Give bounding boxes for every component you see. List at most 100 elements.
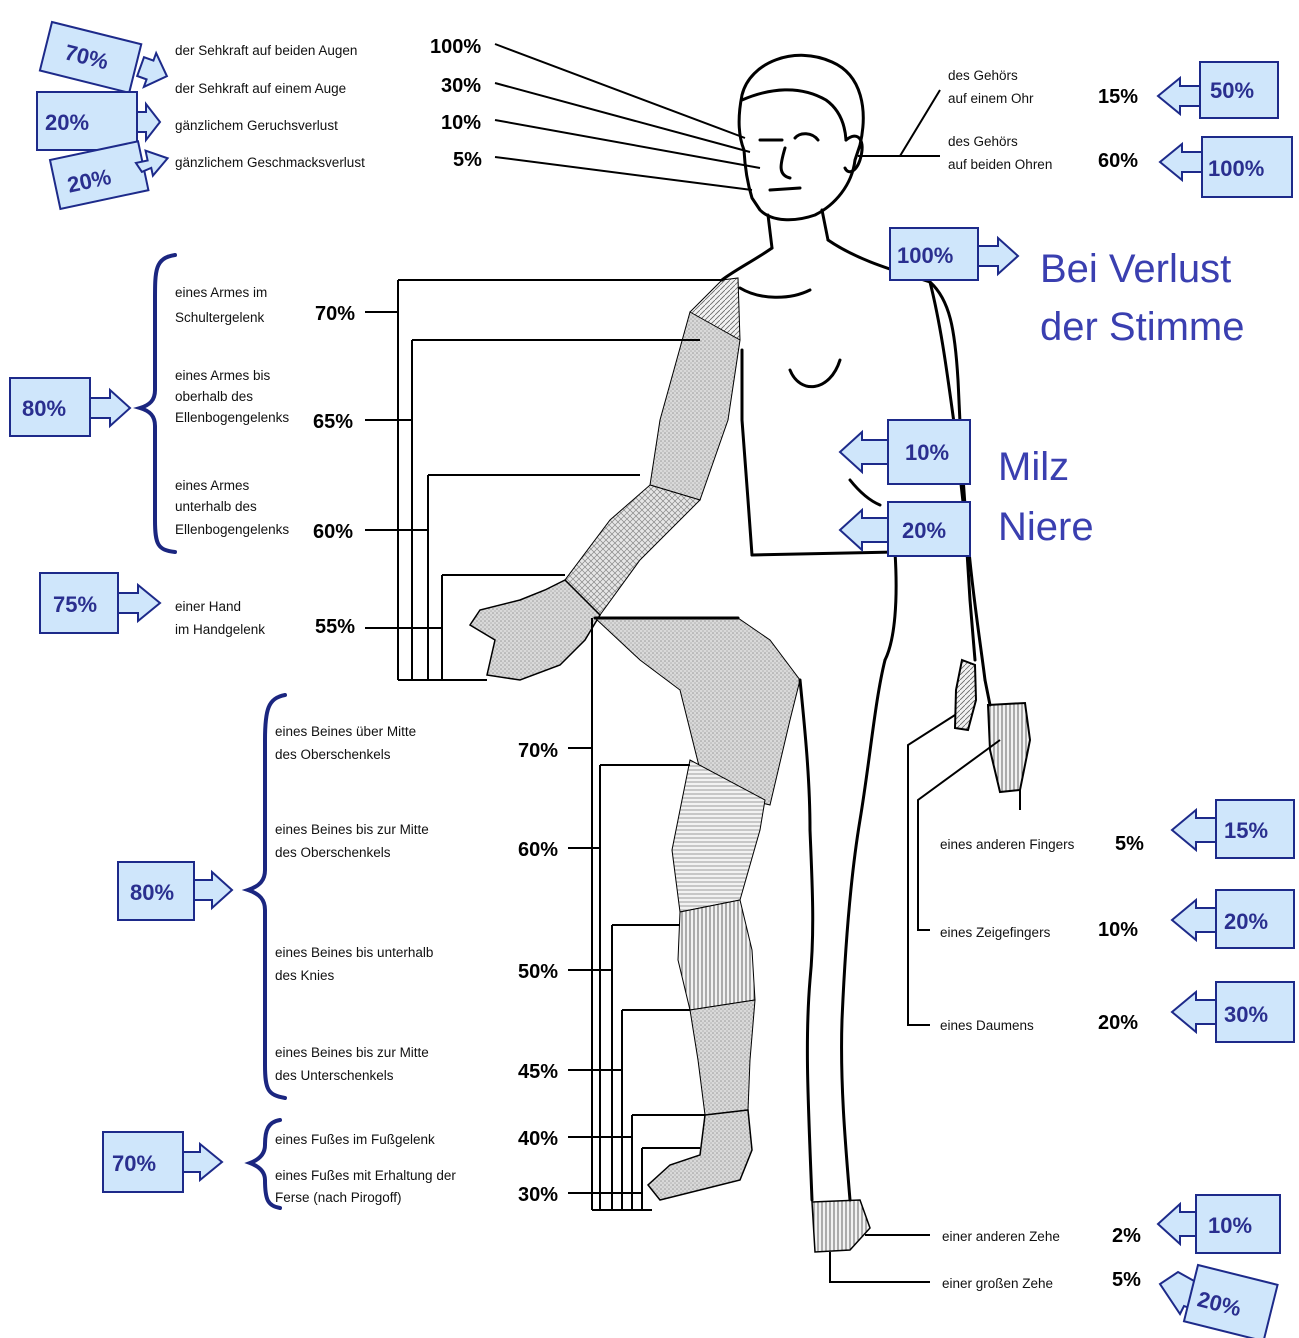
hearing-pct: 60% (1098, 150, 1138, 172)
eye-right (795, 134, 818, 140)
foot-label: Ferse (nach Pirogoff) (275, 1190, 402, 1205)
head-pct: 30% (441, 75, 481, 97)
arrow-left-icon (1158, 1204, 1198, 1244)
finger-pct: 10% (1098, 919, 1138, 941)
badge-text: 20% (1224, 909, 1268, 934)
arrow-left-icon (1172, 900, 1218, 940)
leg-label: eines Beines bis zur Mitte (275, 822, 429, 837)
badge-toe-big: 20% (1184, 1265, 1278, 1338)
fingers-region (988, 703, 1030, 792)
leg-knee-region (678, 900, 755, 1010)
arrow-right-icon (137, 104, 160, 140)
leg-label: eines Beines über Mitte (275, 724, 416, 739)
arm-label: eines Armes (175, 478, 250, 493)
leg-pct: 60% (518, 839, 558, 861)
hearing-section: des Gehörs auf einem Ohr 15% des Gehörs … (948, 68, 1138, 172)
toes-section: einer anderen Zehe 2% einer großen Zehe … (942, 1225, 1141, 1291)
arrow-left-icon (1160, 144, 1202, 180)
hand-region (470, 580, 600, 680)
arm-label: Ellenbogengelenks (175, 410, 289, 425)
voice-label: der Stimme (1040, 305, 1245, 349)
arrow-right-icon (183, 1144, 222, 1180)
hearing-pct: 15% (1098, 86, 1138, 108)
leg-label: des Oberschenkels (275, 747, 391, 762)
head-label: der Sehkraft auf beiden Augen (175, 43, 357, 58)
left-leg-inner (800, 680, 813, 1200)
leg-label: des Unterschenkels (275, 1068, 394, 1083)
toe-pct: 2% (1112, 1225, 1141, 1247)
arrow-right-icon (978, 238, 1018, 274)
fingers-section: eines anderen Fingers 5% eines Zeigefing… (940, 833, 1144, 1034)
leg-section: eines Beines über Mitte des Oberschenkel… (275, 724, 558, 1206)
badge-text: 20% (902, 518, 946, 543)
arrow-left-icon (1172, 992, 1218, 1032)
badge-text: 20% (45, 110, 89, 135)
head-label: gänzlichem Geschmacksverlust (175, 155, 365, 170)
head-label: der Sehkraft auf einem Auge (175, 81, 346, 96)
badge-text: 100% (897, 243, 953, 268)
head-pct: 5% (453, 149, 482, 171)
hand-label: im Handgelenk (175, 622, 265, 637)
niere-label: Niere (998, 505, 1094, 549)
arm-brace (140, 255, 175, 552)
arm-section: eines Armes im Schultergelenk 70% eines … (175, 285, 355, 638)
arrow-left-icon (1172, 810, 1218, 850)
badge-sight-both: 70% (40, 22, 141, 93)
toe-label: einer anderen Zehe (942, 1229, 1060, 1244)
arm-pct: 65% (313, 411, 353, 433)
arrow-right-icon (90, 390, 130, 426)
foot-label: eines Fußes mit Erhaltung der (275, 1168, 456, 1183)
head-pct: 100% (430, 36, 481, 58)
right-leg-outline (842, 660, 885, 1200)
head-label: gänzlichem Geruchsverlust (175, 118, 338, 133)
foot-pct: 30% (518, 1184, 558, 1206)
finger-label: eines anderen Fingers (940, 837, 1075, 852)
head-section: der Sehkraft auf beiden Augen 100% der S… (175, 36, 482, 171)
chest (740, 288, 840, 555)
mouth (770, 188, 800, 190)
leg-label: eines Beines bis unterhalb (275, 945, 433, 960)
milz-label: Milz (998, 445, 1069, 489)
big-toe-region (812, 1200, 870, 1252)
finger-label: eines Zeigefingers (940, 925, 1051, 940)
toe-label: einer großen Zehe (942, 1276, 1053, 1291)
foot-label: eines Fußes im Fußgelenk (275, 1132, 435, 1147)
voice-label: Bei Verlust (1040, 247, 1231, 291)
badge-text: 80% (130, 880, 174, 905)
neck (768, 210, 828, 248)
arrow-right-icon (134, 50, 173, 93)
leg-pct: 45% (518, 1061, 558, 1083)
hearing-label: auf einem Ohr (948, 91, 1034, 106)
leg-label: des Knies (275, 968, 335, 983)
arm-pct: 70% (315, 303, 355, 325)
finger-pct: 5% (1115, 833, 1144, 855)
foot-pct: 40% (518, 1128, 558, 1150)
leg-pct: 70% (518, 740, 558, 762)
leg-label: eines Beines bis zur Mitte (275, 1045, 429, 1060)
foot-region (648, 1110, 752, 1200)
hair-line (742, 90, 846, 140)
nose (781, 148, 790, 178)
hearing-label: des Gehörs (948, 68, 1018, 83)
arrow-left-icon (840, 432, 888, 472)
leg-pct: 50% (518, 961, 558, 983)
badge-text: 100% (1208, 156, 1264, 181)
badge-taste: 20% (50, 141, 148, 209)
badge-text: 50% (1210, 78, 1254, 103)
thumb-region (955, 660, 976, 730)
spleen-mark (850, 480, 880, 505)
badge-text: 80% (22, 396, 66, 421)
arrow-left-icon (840, 510, 888, 550)
toe-pct: 5% (1112, 1269, 1141, 1291)
finger-label: eines Daumens (940, 1018, 1034, 1033)
badge-text: 15% (1224, 818, 1268, 843)
badge-text: 30% (1224, 1002, 1268, 1027)
arm-label: oberhalb des (175, 389, 253, 404)
badge-text: 75% (53, 592, 97, 617)
hand-pct: 55% (315, 616, 355, 638)
arm-label: eines Armes im (175, 285, 267, 300)
arm-label: eines Armes bis (175, 368, 271, 383)
badge-text: 10% (905, 440, 949, 465)
